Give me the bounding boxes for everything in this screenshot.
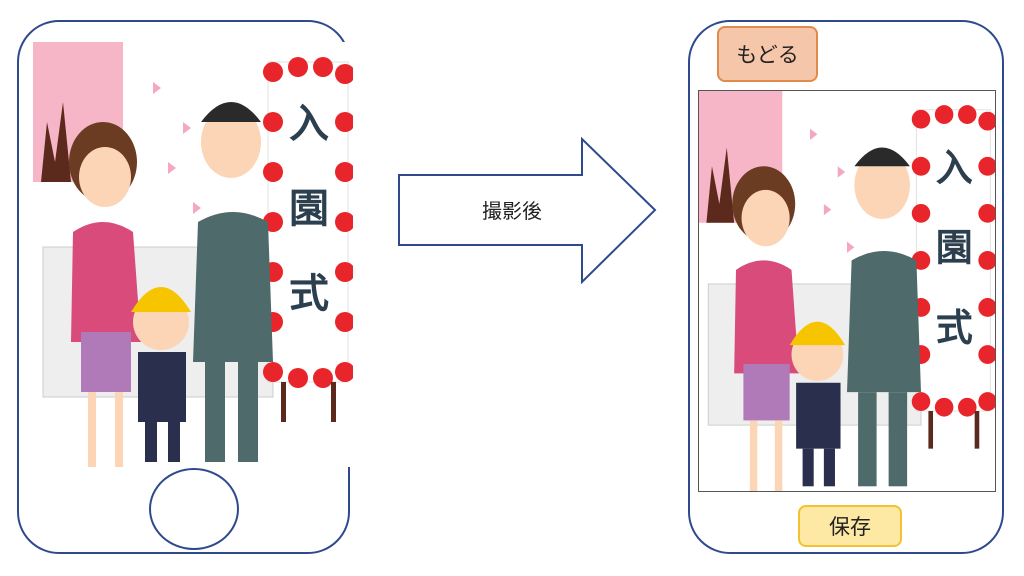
home-button[interactable] [149, 468, 239, 550]
phone-before: 入 園 式 [17, 20, 353, 554]
sign-char-1: 入 [936, 145, 973, 189]
captured-photo: 入 園 式 [698, 90, 996, 492]
save-button[interactable]: 保存 [798, 505, 902, 547]
sign-char-3: 式 [936, 305, 973, 349]
phone-after: 入 園 式 [688, 20, 1004, 554]
sign-char-1: 入 [289, 101, 329, 147]
ceremony-illustration-captured: 入 園 式 [699, 91, 995, 491]
sign-char-3: 式 [289, 271, 329, 317]
arrow-label: 撮影後 [482, 199, 542, 223]
flow-arrow: 撮影後 [397, 137, 657, 284]
camera-preview-image: 入 園 式 [33, 42, 353, 467]
back-button[interactable]: もどる [717, 26, 818, 82]
sign-char-2: 園 [289, 186, 329, 232]
ceremony-illustration: 入 園 式 [33, 42, 353, 467]
sign-char-2: 園 [936, 225, 973, 269]
